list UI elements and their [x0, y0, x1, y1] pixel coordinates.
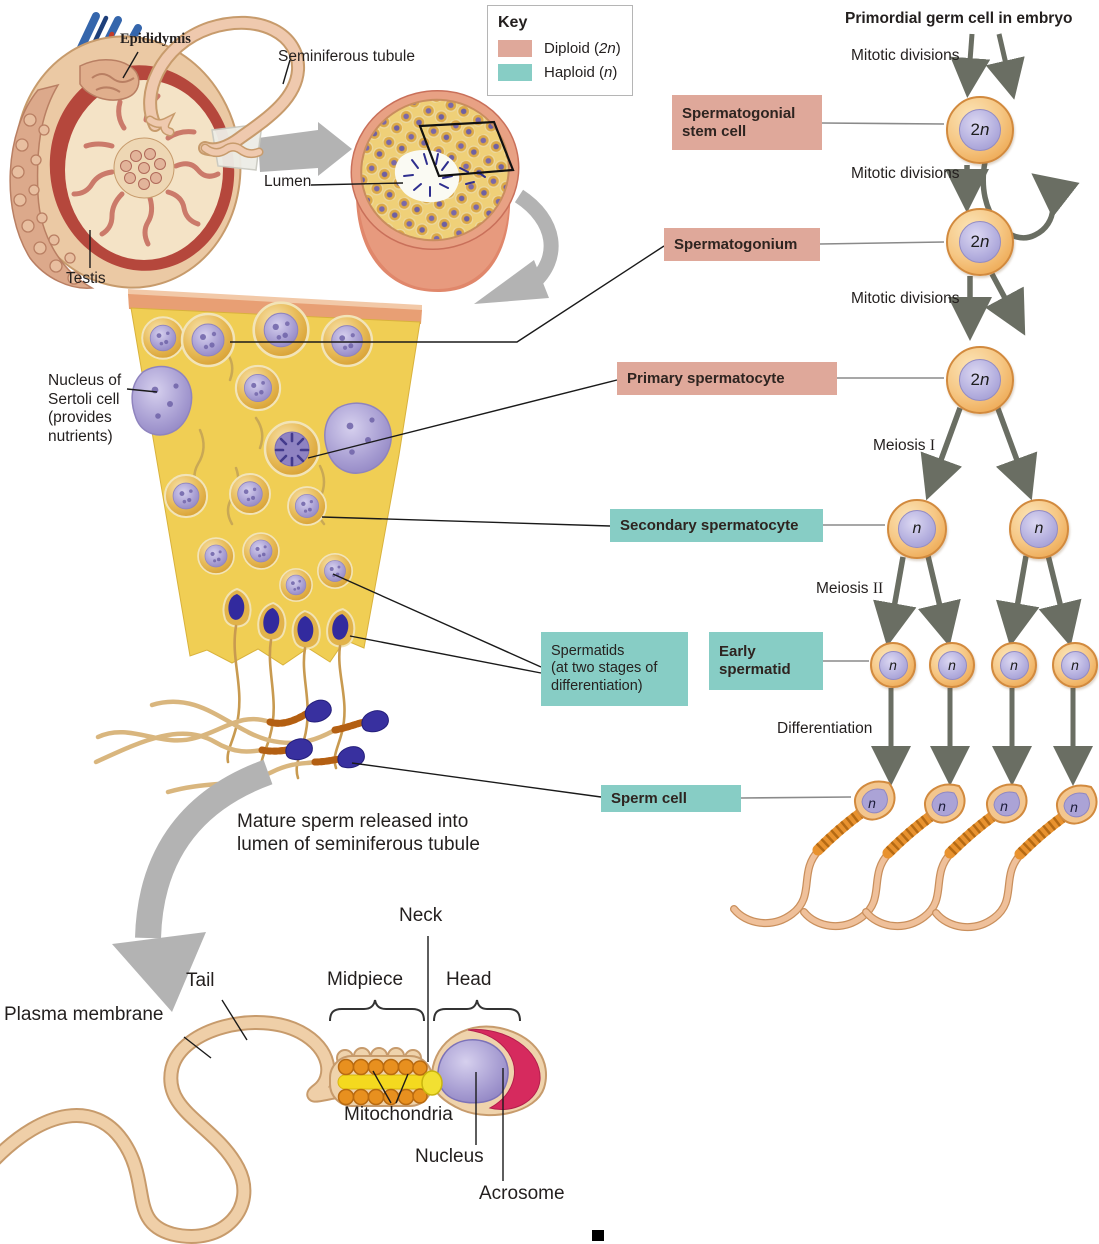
stage-box-spermatogonial-stem-cell: Spermatogonial stem cell [672, 95, 822, 150]
lumen-label: Lumen [264, 173, 312, 190]
neck-art [421, 1070, 443, 1096]
mitotic-divisions-label-3: Mitotic divisions [851, 290, 960, 307]
sperm-ploidy-4: n [1070, 799, 1078, 815]
diploid-swatch [498, 40, 532, 57]
sertoli-nucleus-label: Nucleus of Sertoli cell (provides nutrie… [48, 372, 122, 445]
stage-box-primary-spermatocyte: Primary spermatocyte [617, 362, 837, 395]
mitotic-divisions-label-1: Mitotic divisions [851, 47, 960, 64]
excise-arrow-icon [258, 122, 352, 176]
zoom-arrow-curve [514, 189, 559, 290]
stage-box-spermatogonium: Spermatogonium [664, 228, 820, 261]
stage-box-spermatids-note: Spermatids (at two stages of differentia… [541, 632, 688, 706]
midpiece-label: Midpiece [327, 969, 404, 990]
key-item-diploid: Diploid (2n) [498, 40, 622, 57]
division-arrows [871, 33, 1093, 786]
key-item-haploid: Haploid (n) [498, 64, 622, 81]
cell-early-spermatid-4: n [1052, 642, 1098, 688]
stage-box-sperm-cell: Sperm cell [601, 785, 741, 812]
cell-secondary-spermatocyte-1: n [887, 499, 947, 559]
key-title: Key [498, 14, 528, 31]
mitotic-divisions-label-2: Mitotic divisions [851, 165, 960, 182]
sertoli-nucleus [131, 365, 193, 436]
mature-sperm-row [734, 782, 1097, 927]
anatomy-leader-lines [183, 936, 504, 1181]
lineage-flow [740, 33, 1093, 799]
sperm-ploidy-1: n [868, 795, 876, 811]
sperm-ploidy-3: n [1000, 798, 1008, 814]
seminiferous-tubule-loop [143, 15, 352, 176]
mature-sperm-note: Mature sperm released into lumen of semi… [237, 811, 480, 855]
self-renewal-loop-arrow [980, 161, 1080, 241]
stage-box-secondary-spermatocyte: Secondary spermatocyte [610, 509, 823, 542]
key-legend: Key Diploid (2n) Haploid (n) [487, 5, 633, 96]
stage-box-early-spermatid: Early spermatid [709, 632, 823, 690]
testis-label: Testis [66, 270, 106, 287]
sertoli-nucleus [324, 402, 392, 474]
midpiece-art [329, 1047, 433, 1107]
mitochondria-label: Mitochondria [344, 1104, 453, 1125]
head-art [421, 1025, 547, 1117]
page-marker [592, 1230, 604, 1241]
primordial-germ-cell-title: Primordial germ cell in embryo [845, 10, 1073, 27]
cell-secondary-spermatocyte-2: n [1009, 499, 1069, 559]
tail-label: Tail [186, 970, 215, 991]
epididymis-label: Epididymis [120, 31, 191, 47]
testis-illustration [9, 12, 242, 289]
neck-label: Neck [399, 905, 443, 926]
box-connectors [740, 122, 945, 799]
cell-early-spermatid-3: n [991, 642, 1037, 688]
head-label: Head [446, 969, 492, 990]
braces [329, 999, 521, 1022]
sperm-anatomy [0, 936, 547, 1244]
differentiation-label: Differentiation [777, 720, 873, 737]
mature-sperm-cluster [93, 697, 391, 795]
meiosis-2-label: Meiosis II [816, 580, 884, 597]
sperm-ploidy-2: n [938, 798, 946, 814]
plasma-membrane-label: Plasma membrane [4, 1004, 164, 1025]
tubule-wall-section [128, 289, 422, 780]
cell-early-spermatid-1: n [870, 642, 916, 688]
lumen-area [394, 149, 460, 203]
magnify-sperm-arrow [112, 759, 273, 1012]
leader-lines [89, 51, 665, 798]
acrosome-label: Acrosome [479, 1183, 565, 1204]
seminiferous-tubule-label: Seminiferous tubule [278, 48, 415, 65]
haploid-swatch [498, 64, 532, 81]
magnifier-rectangle [418, 120, 515, 178]
nucleus-label: Nucleus [415, 1146, 484, 1167]
mitotic-primary-spermatocyte [263, 420, 321, 478]
meiosis-1-label: Meiosis I [873, 437, 936, 454]
tubule-cross-section [350, 89, 559, 304]
cell-early-spermatid-2: n [929, 642, 975, 688]
zoom-arrow-head [474, 260, 549, 304]
